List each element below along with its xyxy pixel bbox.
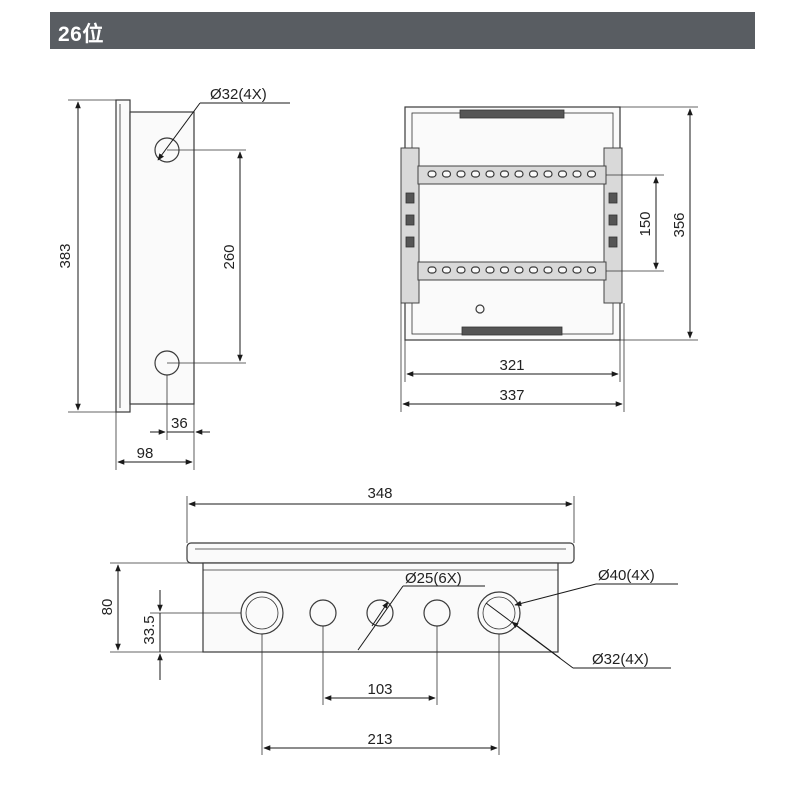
- rail-slot: [485, 266, 495, 274]
- rail-slot: [427, 266, 437, 274]
- rail-slot: [441, 170, 452, 178]
- rail-slot: [427, 170, 437, 178]
- front-enclosure: [404, 106, 621, 341]
- hole-center-height-label: 33.5: [141, 615, 158, 644]
- hole-large-left: [240, 591, 284, 635]
- rail-slot: [572, 266, 582, 274]
- hole-small-3: [423, 599, 451, 627]
- overall-width-label: 348: [367, 485, 392, 502]
- rail-slot: [543, 266, 553, 274]
- front-view: 150 356 321 337: [400, 106, 698, 412]
- hole-small-1: [309, 599, 337, 627]
- bottom-height-label: 80: [99, 599, 116, 616]
- side-hole-label: Ø32(4X): [210, 86, 267, 103]
- rail-slot: [485, 170, 495, 178]
- side-depth-label: 98: [137, 445, 154, 462]
- front-height-label: 356: [671, 212, 688, 237]
- rail-slot: [470, 170, 481, 178]
- rail-slot: [557, 170, 568, 178]
- side-view: 383 260 Ø32(4X) 36 98: [57, 86, 290, 470]
- side-height-label: 383: [57, 243, 74, 268]
- title-bar: 26位: [50, 12, 755, 49]
- rail-slot: [514, 266, 524, 274]
- rail-slot: [586, 266, 597, 274]
- rail-slot: [528, 266, 539, 274]
- hole-small-label: Ø25(6X): [405, 570, 462, 587]
- spacing-inner-label: 103: [367, 681, 392, 698]
- hole-medium-label: Ø32(4X): [592, 651, 649, 668]
- inner-width-label: 321: [499, 357, 524, 374]
- hole-small-2: [366, 599, 394, 627]
- rail-spacing-label: 150: [637, 211, 654, 236]
- rail-slot: [586, 170, 597, 178]
- bottom-lid: [186, 542, 575, 564]
- left-bracket: [400, 147, 420, 304]
- side-lid: [115, 99, 131, 413]
- front-screw: [475, 304, 485, 314]
- top-terminal-strip: [459, 109, 565, 119]
- rail-slot: [557, 266, 568, 274]
- right-bracket: [603, 147, 623, 304]
- rail-slot: [456, 170, 466, 178]
- spacing-outer-label: 213: [367, 731, 392, 748]
- rail-slot: [528, 170, 539, 178]
- bottom-view: 348 80 33.5 Ø25(6X) Ø40(4X) Ø32(4X) 103: [99, 485, 678, 755]
- rail-slot: [499, 266, 510, 274]
- outer-width-label: 337: [499, 387, 524, 404]
- rail-slot: [514, 170, 524, 178]
- page-title: 26位: [58, 23, 104, 46]
- side-hole-spacing-label: 260: [221, 244, 238, 269]
- rail-slot: [499, 170, 510, 178]
- rail-slot: [456, 266, 466, 274]
- rail-slot: [572, 170, 582, 178]
- rail-slot: [441, 266, 452, 274]
- hole-large-label: Ø40(4X): [598, 567, 655, 584]
- bottom-terminal-strip: [461, 326, 563, 336]
- rail-slot: [543, 170, 553, 178]
- rail-slot: [470, 266, 481, 274]
- side-offset-label: 36: [171, 415, 188, 432]
